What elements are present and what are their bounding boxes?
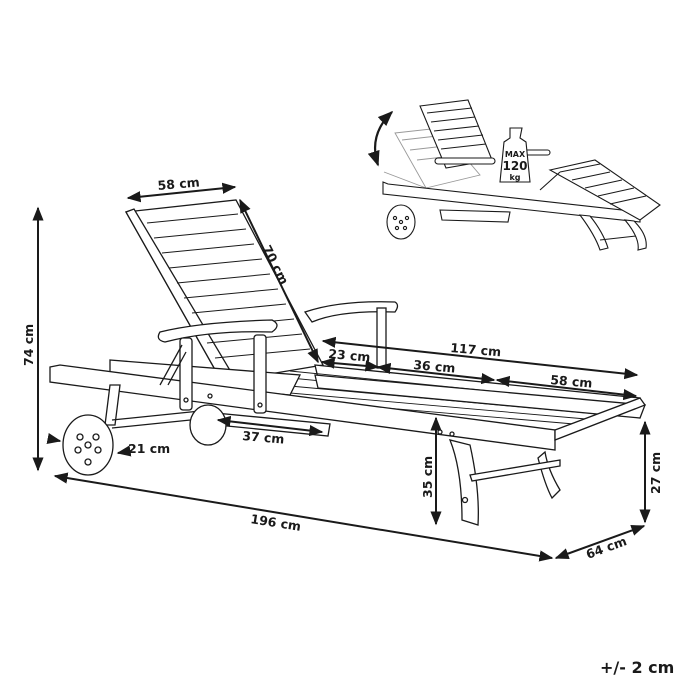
dim-wheel-diameter: 21 cm xyxy=(128,441,170,456)
dim-seat-height: 35 cm xyxy=(420,456,435,498)
dimension-lines xyxy=(32,182,651,562)
max-label: MAX xyxy=(505,150,526,159)
dim-backrest-width: 58 cm xyxy=(157,174,200,193)
dim-tray-length: 37 cm xyxy=(242,428,285,447)
max-weight-badge: MAX 120 kg xyxy=(499,127,531,183)
dim-total-width: 64 cm xyxy=(584,533,629,562)
max-value: 120 xyxy=(502,159,527,173)
max-unit: kg xyxy=(509,173,520,182)
dim-seat-total: 117 cm xyxy=(450,340,502,359)
dim-total-height: 74 cm xyxy=(21,324,36,366)
adjust-arrow-icon xyxy=(367,110,394,167)
tolerance-note: +/- 2 cm xyxy=(600,658,675,677)
dim-seat-section-3: 58 cm xyxy=(550,372,593,391)
dim-seat-section-1: 23 cm xyxy=(328,346,371,365)
inset-illustration: MAX 120 kg xyxy=(367,99,661,251)
dim-seat-section-2: 36 cm xyxy=(413,357,456,376)
dim-foot-height: 27 cm xyxy=(648,452,663,494)
